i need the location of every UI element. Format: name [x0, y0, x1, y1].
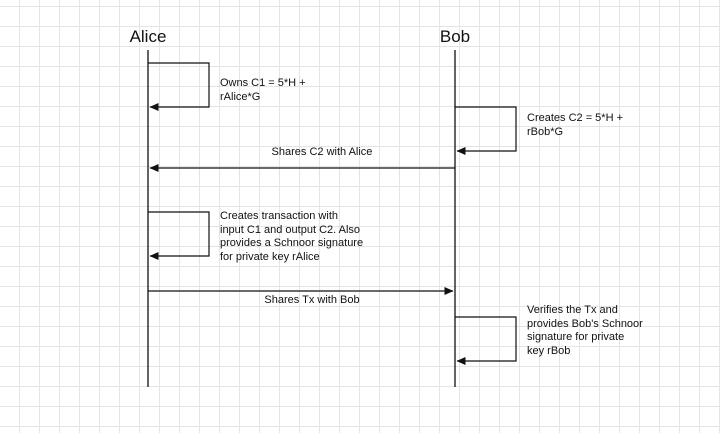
note-bob-verifies-tx: Verifies the Tx and provides Bob's Schno… [527, 304, 643, 357]
message-label-shares-c2: Shares C2 with Alice [271, 146, 373, 158]
note-alice-creates-tx: Creates transaction with input C1 and ou… [220, 210, 364, 263]
self-loop-alice-owns-c1 [148, 62, 210, 111]
self-loop-bob-creates-c2 [455, 106, 517, 155]
self-loop-bob-verifies-tx [455, 316, 517, 365]
note-alice-owns-c1: Owns C1 = 5*H + rAlice*G [220, 77, 306, 103]
actor-label-bob: Bob [439, 27, 471, 46]
actor-label-alice: Alice [129, 27, 167, 46]
message-label-shares-tx: Shares Tx with Bob [264, 294, 360, 306]
self-loop-alice-creates-tx [148, 211, 210, 260]
note-bob-creates-c2: Creates C2 = 5*H + rBob*G [527, 112, 623, 138]
